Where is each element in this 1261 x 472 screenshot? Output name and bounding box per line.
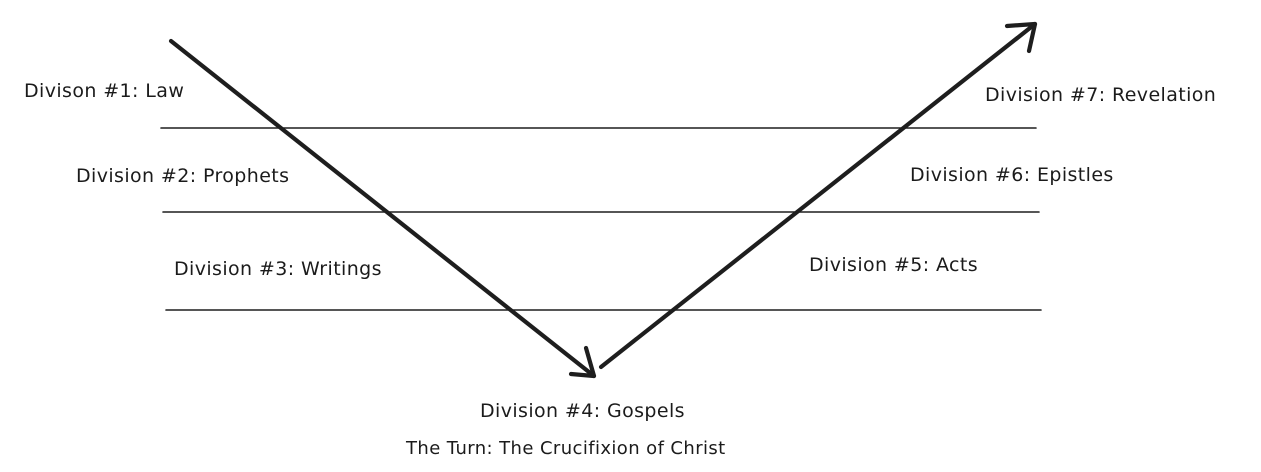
division-label-writings: Division #3: Writings: [174, 258, 382, 280]
division-label-acts: Division #5: Acts: [809, 254, 979, 276]
division-label-revelation: Division #7: Revelation: [985, 84, 1217, 106]
descending-arrow: [168, 38, 597, 379]
division-label-epistles: Division #6: Epistles: [910, 164, 1114, 186]
division-label-gospels: Division #4: Gospels: [480, 400, 685, 422]
turn-caption: The Turn: The Crucifixion of Christ: [406, 438, 726, 459]
division-label-prophets: Division #2: Prophets: [76, 165, 290, 187]
ascending-arrow: [598, 21, 1038, 370]
division-label-law: Divison #1: Law: [24, 80, 185, 102]
